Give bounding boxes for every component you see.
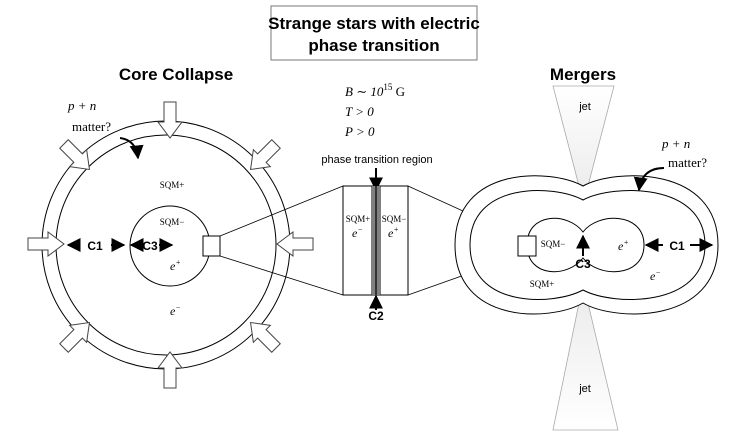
middle-right-sqm: SQM− (382, 214, 407, 224)
left-c1-label: C1 (87, 239, 103, 253)
compression-arrow-top-left (59, 139, 91, 171)
phase-transition-region-label: phase transition region (321, 154, 432, 166)
left-sqm-minus: SQM− (160, 217, 185, 227)
title-box: Strange stars with electric phase transi… (268, 5, 480, 61)
right-sqm-minus: SQM− (541, 239, 566, 249)
zoom-box-right (517, 235, 537, 257)
middle-electron-label: e− (352, 225, 363, 240)
compression-arrow-right (276, 231, 314, 257)
title-line-2: phase transition (308, 36, 439, 55)
middle-left-sqm: SQM+ (346, 214, 371, 224)
temperature-label: T > 0 (345, 104, 374, 119)
left-positron-label: e+ (170, 258, 181, 273)
compression-arrow-left (27, 231, 65, 257)
right-electron-label: e− (650, 268, 661, 283)
compression-arrows (27, 101, 314, 389)
magnetic-field-label: B ∼ 1015 G (345, 82, 405, 99)
left-c3-label: C3 (142, 239, 158, 253)
left-matter-pointer (119, 137, 144, 160)
right-matter-pointer (633, 167, 665, 192)
mergers-heading: Mergers (550, 65, 616, 84)
right-c1-label: C1 (669, 239, 685, 253)
right-c3-label: C3 (575, 257, 591, 271)
left-pn-label: p + n (67, 98, 96, 113)
right-sqm-plus: SQM+ (530, 279, 555, 289)
compression-arrow-bottom-left (59, 321, 91, 353)
compression-arrow-bottom (157, 351, 183, 389)
title-line-1: Strange stars with electric (268, 14, 480, 33)
zoom-box-left (202, 235, 221, 257)
bottom-jet-label: jet (578, 383, 591, 395)
right-positron-label: e+ (618, 238, 629, 253)
left-sqm-plus: SQM+ (160, 180, 185, 190)
core-collapse-heading: Core Collapse (119, 65, 233, 84)
compression-arrow-top (157, 101, 183, 139)
bottom-jet-cone (552, 302, 619, 431)
middle-positron-label: e+ (388, 225, 399, 240)
left-matter-label: matter? (72, 119, 111, 134)
merger-star: jet jet p + n matter? SQM− SQM+ e+ e− C3… (454, 85, 719, 431)
phase-transition-zoom: phase transition region SQM+ SQM− e− e+ … (321, 154, 432, 323)
core-collapse-star: p + n matter? SQM+ SQM− e+ e− C1 C3 (27, 98, 314, 389)
top-jet-label: jet (578, 101, 591, 113)
pressure-label: P > 0 (344, 124, 375, 139)
conditions-list: B ∼ 1015 G T > 0 P > 0 (344, 82, 405, 139)
left-electron-label: e− (170, 303, 181, 318)
c2-label: C2 (368, 309, 384, 323)
right-pn-label: p + n (661, 136, 690, 151)
compression-arrow-top-right (249, 139, 281, 171)
right-matter-label: matter? (668, 155, 707, 170)
compression-arrow-bottom-right (249, 321, 281, 353)
